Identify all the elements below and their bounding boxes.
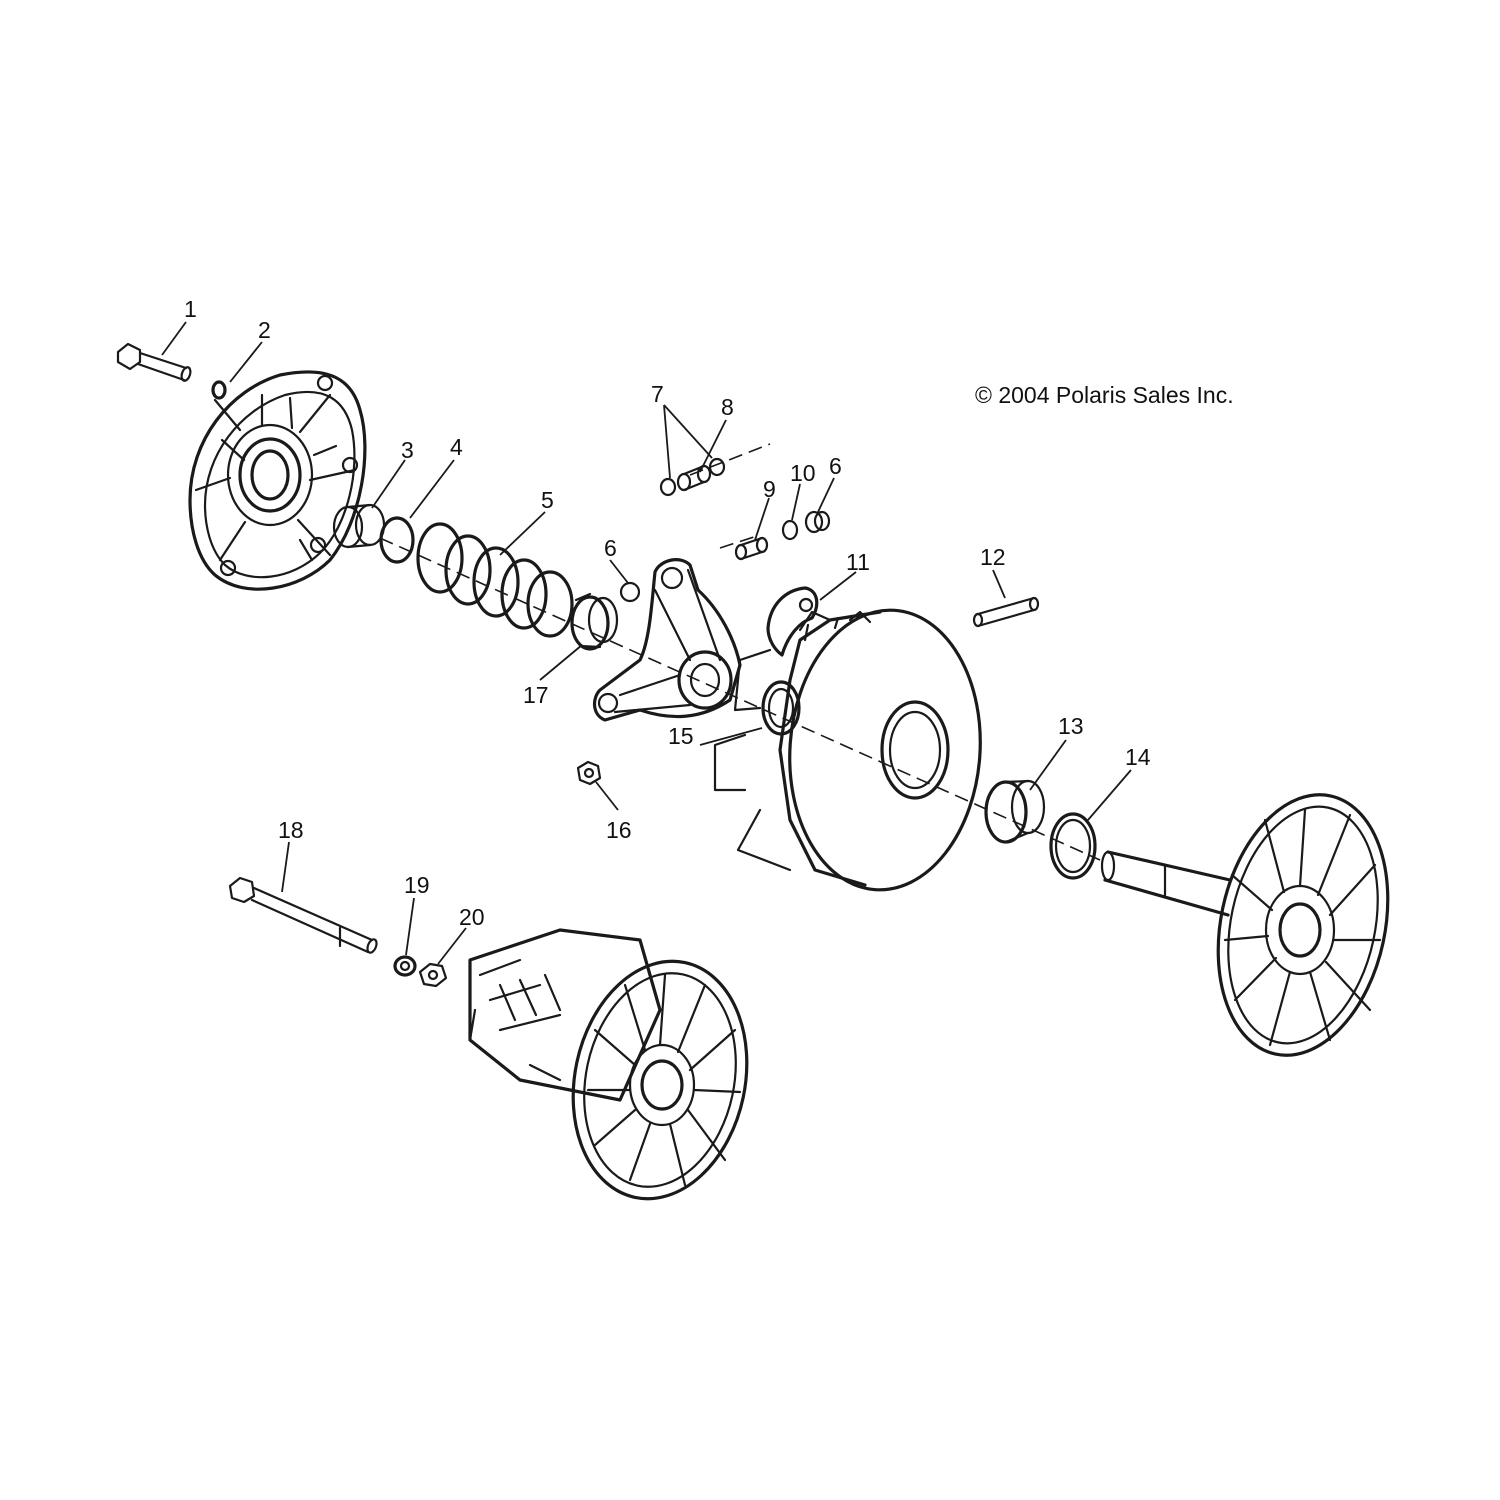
part-16-nut xyxy=(576,760,602,786)
callout-labels: 1 2 3 4 5 6 6 7 8 9 10 11 12 13 14 15 16… xyxy=(184,296,1151,930)
part-13-bushing xyxy=(984,779,1046,844)
part-20-nut xyxy=(418,962,448,988)
part-6-roller-left xyxy=(619,581,641,603)
callout-15: 15 xyxy=(668,723,694,749)
part-19-washer xyxy=(393,955,417,977)
callout-7: 7 xyxy=(651,381,664,407)
callout-10: 10 xyxy=(790,460,816,486)
copyright-text: © 2004 Polaris Sales Inc. xyxy=(975,382,1234,408)
part-17-spring-cup xyxy=(570,592,619,651)
part-14-o-ring xyxy=(1049,812,1097,880)
callout-2: 2 xyxy=(258,317,271,343)
pin-axis-lines xyxy=(689,443,771,549)
part-10-washer xyxy=(781,519,799,541)
callout-11: 11 xyxy=(846,549,870,575)
callout-14: 14 xyxy=(1125,744,1151,770)
callout-1: 1 xyxy=(184,296,197,322)
part-6-roller-right xyxy=(804,510,831,534)
callout-6-left: 6 xyxy=(604,535,617,561)
callout-19: 19 xyxy=(404,872,430,898)
part-2-washer xyxy=(211,380,227,400)
spider-arm-assembly xyxy=(593,558,742,722)
callout-6-right: 6 xyxy=(829,453,842,479)
callout-17: 17 xyxy=(523,682,549,708)
moveable-sheave xyxy=(713,608,982,892)
callout-20: 20 xyxy=(459,904,485,930)
callout-5: 5 xyxy=(541,487,554,513)
center-axis-line xyxy=(379,537,1101,861)
part-9-pin xyxy=(734,536,769,561)
leader-lines xyxy=(161,321,1132,965)
callout-12: 12 xyxy=(980,544,1006,570)
part-12-pin xyxy=(972,596,1040,628)
callout-18: 18 xyxy=(278,817,304,843)
callout-9: 9 xyxy=(763,476,776,502)
cover-plate xyxy=(188,370,367,591)
fixed-sheave-shaft xyxy=(1100,793,1390,1057)
part-3-bushing xyxy=(332,503,386,549)
part-1-bolt xyxy=(116,342,192,382)
callout-8: 8 xyxy=(721,394,734,420)
part-18-bolt xyxy=(228,876,378,954)
part-5-spring xyxy=(416,522,574,638)
callout-13: 13 xyxy=(1058,713,1084,739)
part-8-pin xyxy=(676,464,712,492)
callout-3: 3 xyxy=(401,437,414,463)
part-11-weight xyxy=(766,586,819,657)
assembled-clutch xyxy=(468,928,749,1201)
part-4-o-ring xyxy=(379,516,415,564)
callout-16: 16 xyxy=(606,817,632,843)
callout-4: 4 xyxy=(450,434,463,460)
